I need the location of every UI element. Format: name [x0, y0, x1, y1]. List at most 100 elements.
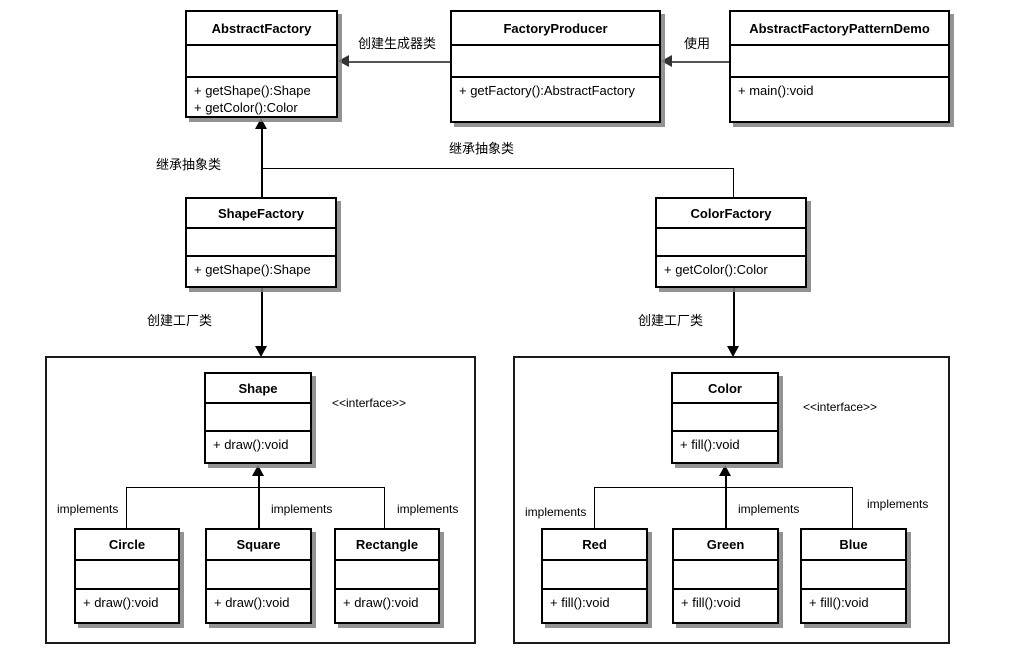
- class-box-shape[interactable]: Shape + draw():void: [204, 372, 312, 464]
- class-attrs-square: [207, 561, 310, 590]
- arrowhead-create-color-group: [727, 346, 739, 357]
- class-box-demo[interactable]: AbstractFactoryPatternDemo + main():void: [729, 10, 950, 123]
- impl-label-square: implements: [270, 502, 334, 516]
- class-methods-demo: + main():void: [731, 78, 948, 101]
- class-attrs-rectangle: [336, 561, 438, 590]
- stereotype-label-color: <<interface>>: [803, 400, 878, 414]
- class-box-abstract-factory[interactable]: AbstractFactory + getShape():Shape + get…: [185, 10, 338, 118]
- class-title-color: Color: [673, 374, 777, 404]
- class-method: + fill():void: [681, 595, 741, 610]
- class-title-square: Square: [207, 530, 310, 561]
- color-implementations-group: [513, 356, 950, 644]
- impl-label-green: implements: [737, 502, 801, 516]
- edge-label-create-factory-left: 创建工厂类: [145, 310, 215, 329]
- class-attrs-shape: [206, 404, 310, 432]
- edge-blue-to-bar: [852, 487, 853, 530]
- class-box-rectangle[interactable]: Rectangle + draw():void: [334, 528, 440, 624]
- class-method: + draw():void: [83, 595, 159, 610]
- class-box-red[interactable]: Red + fill():void: [541, 528, 648, 624]
- edge-label-create-producer: 创建生成器类: [356, 33, 439, 52]
- arrowhead-inherit-abstractfactory: [255, 118, 267, 129]
- edge-branch-inherit-horizontal: [261, 168, 734, 169]
- class-box-square[interactable]: Square + draw():void: [205, 528, 312, 624]
- impl-label-circle: implements: [56, 502, 120, 516]
- class-title-shape: Shape: [206, 374, 310, 404]
- class-attrs-green: [674, 561, 777, 590]
- arrowhead-create-shape-group: [255, 346, 267, 357]
- class-methods-shape-factory: + getShape():Shape: [187, 257, 335, 280]
- class-methods-abstract-factory: + getShape():Shape + getColor():Color: [187, 78, 336, 118]
- class-methods-circle: + draw():void: [76, 590, 178, 613]
- arrowhead-to-abstractfactory: [338, 55, 349, 67]
- class-box-shape-factory[interactable]: ShapeFactory + getShape():Shape: [185, 197, 337, 288]
- edge-label-create-factory-right: 创建工厂类: [636, 310, 706, 329]
- edge-label-inherit-abstract-right: 继承抽象类: [447, 138, 517, 157]
- class-title-circle: Circle: [76, 530, 178, 561]
- class-attrs-factory-producer: [452, 46, 659, 78]
- impl-label-rectangle: implements: [396, 502, 460, 516]
- class-attrs-color-factory: [657, 229, 805, 257]
- class-method: + getFactory():AbstractFactory: [459, 83, 635, 98]
- stereotype-label-shape: <<interface>>: [332, 396, 407, 410]
- class-box-circle[interactable]: Circle + draw():void: [74, 528, 180, 624]
- class-attrs-color: [673, 404, 777, 432]
- class-method: + fill():void: [680, 437, 740, 452]
- class-box-color-factory[interactable]: ColorFactory + getColor():Color: [655, 197, 807, 288]
- class-methods-color-factory: + getColor():Color: [657, 257, 805, 280]
- edge-green-to-color: [725, 476, 727, 530]
- edge-shapefactory-to-shapegroup: [261, 288, 263, 346]
- edge-demo-to-factoryproducer: [671, 61, 729, 63]
- class-attrs-circle: [76, 561, 178, 590]
- class-method: + getColor():Color: [664, 262, 768, 277]
- edge-square-to-shape: [258, 476, 260, 530]
- class-box-color[interactable]: Color + fill():void: [671, 372, 779, 464]
- class-attrs-demo: [731, 46, 948, 78]
- class-methods-rectangle: + draw():void: [336, 590, 438, 613]
- class-title-abstract-factory: AbstractFactory: [187, 12, 336, 46]
- class-title-color-factory: ColorFactory: [657, 199, 805, 229]
- class-attrs-shape-factory: [187, 229, 335, 257]
- class-attrs-abstract-factory: [187, 46, 336, 78]
- class-methods-green: + fill():void: [674, 590, 777, 613]
- edge-colorfactory-to-branch: [733, 168, 734, 198]
- class-methods-shape: + draw():void: [206, 432, 310, 455]
- class-attrs-blue: [802, 561, 905, 590]
- class-methods-factory-producer: + getFactory():AbstractFactory: [452, 78, 659, 101]
- class-title-blue: Blue: [802, 530, 905, 561]
- arrowhead-implements-color: [719, 465, 731, 476]
- class-title-red: Red: [543, 530, 646, 561]
- class-method: + main():void: [738, 83, 814, 98]
- edge-color-implements-bar: [594, 487, 852, 488]
- class-method: + getColor():Color: [194, 100, 298, 115]
- edge-shapefactory-to-abstractfactory: [261, 129, 263, 197]
- class-title-factory-producer: FactoryProducer: [452, 12, 659, 46]
- impl-label-blue: implements: [866, 497, 930, 511]
- edge-label-uses: 使用: [682, 33, 713, 52]
- class-box-green[interactable]: Green + fill():void: [672, 528, 779, 624]
- class-methods-red: + fill():void: [543, 590, 646, 613]
- shape-implementations-group: [45, 356, 476, 644]
- class-method: + getShape():Shape: [194, 83, 311, 98]
- class-method: + getShape():Shape: [194, 262, 311, 277]
- class-method: + draw():void: [343, 595, 419, 610]
- edge-rectangle-to-bar: [384, 487, 385, 530]
- edge-label-inherit-abstract-left: 继承抽象类: [154, 154, 224, 173]
- class-attrs-red: [543, 561, 646, 590]
- class-box-blue[interactable]: Blue + fill():void: [800, 528, 907, 624]
- class-title-demo: AbstractFactoryPatternDemo: [731, 12, 948, 46]
- class-method: + fill():void: [550, 595, 610, 610]
- class-title-rectangle: Rectangle: [336, 530, 438, 561]
- edge-colorfactory-to-colorgroup: [733, 288, 735, 346]
- class-title-green: Green: [674, 530, 777, 561]
- impl-label-red: implements: [524, 505, 588, 519]
- class-methods-square: + draw():void: [207, 590, 310, 613]
- arrowhead-implements-shape: [252, 465, 264, 476]
- edge-red-to-bar: [594, 487, 595, 530]
- class-methods-color: + fill():void: [673, 432, 777, 455]
- class-box-factory-producer[interactable]: FactoryProducer + getFactory():AbstractF…: [450, 10, 661, 123]
- edge-shape-implements-bar: [126, 487, 384, 488]
- edge-circle-to-bar: [126, 487, 127, 530]
- class-methods-blue: + fill():void: [802, 590, 905, 613]
- edge-factoryproducer-to-abstractfactory: [348, 61, 450, 63]
